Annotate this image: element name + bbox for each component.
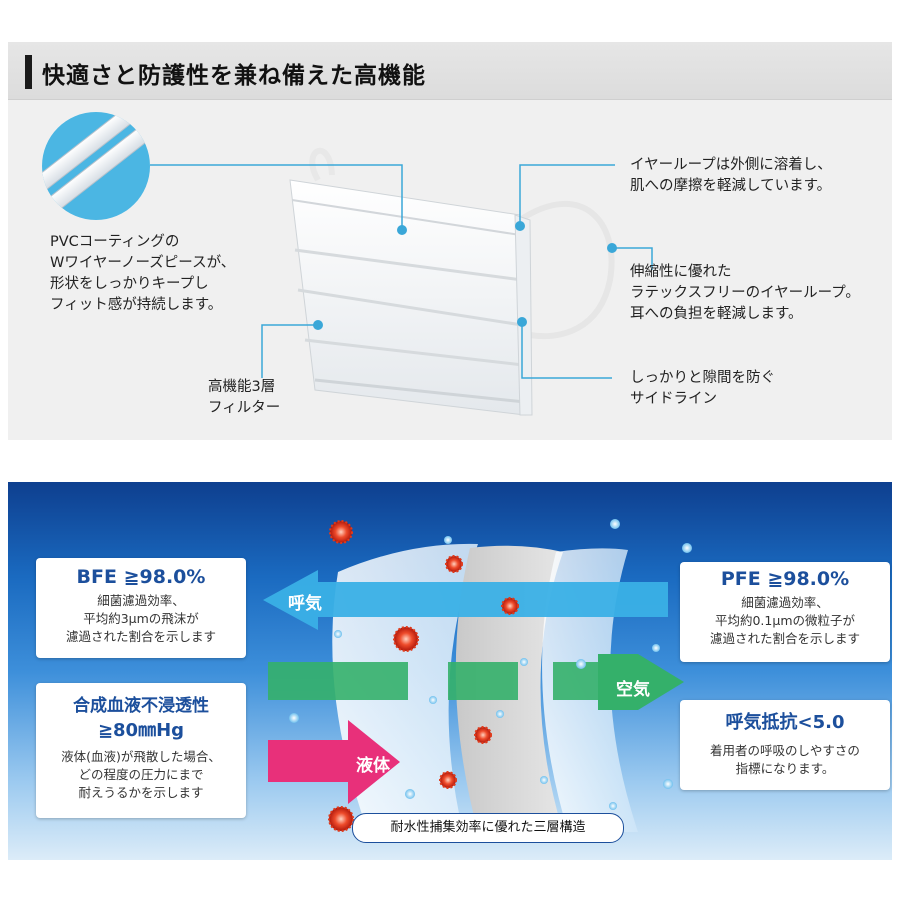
- nose-piece-callout: PVCコーティングの Wワイヤーノーズピースが、 形状をしっかりキープし フィッ…: [50, 234, 236, 313]
- liquid-arrow: [268, 720, 400, 804]
- blood-description: 液体(血液)が飛散した場合、 どの程度の圧力にまで 耐えうるかを示します: [61, 749, 221, 800]
- ear-weld-callout: イヤーループは外側に溶着し、 肌への摩擦を軽減しています。: [630, 157, 832, 194]
- air-arrow-tail-1: [268, 662, 408, 700]
- bfe-description: 細菌濾過効率、 平均約3μmの飛沫が 濾過された割合を示します: [65, 593, 216, 644]
- blood-panel: 合成血液不浸透性 ≧80㎜Hg 液体(血液)が飛散した場合、 どの程度の圧力にま…: [36, 683, 246, 818]
- header-accent-bar: [25, 55, 32, 89]
- air-arrow-tail-2: [448, 662, 518, 700]
- exhale-arrow: [263, 570, 668, 630]
- air-arrow-head: [598, 654, 684, 710]
- nose-wire-detail-illustration: [42, 112, 150, 220]
- blood-title-line2: ≧80㎜Hg: [97, 720, 185, 741]
- side-line-callout: しっかりと隙間を防ぐ サイドライン: [630, 370, 775, 407]
- filter-callout: 高機能3層 フィルター: [208, 379, 281, 416]
- bfe-title: BFE ≧98.0%: [76, 566, 206, 588]
- air-label: 空気: [616, 680, 650, 700]
- particles: [289, 519, 692, 832]
- resistance-panel: 呼気抵抗<5.0 着用者の呼吸のしやすさの 指標になります。: [680, 700, 890, 790]
- resistance-title: 呼気抵抗<5.0: [725, 712, 845, 733]
- page-title: 快適さと防護性を兼ね備えた高機能: [42, 63, 426, 89]
- callout-leader-lines: [150, 164, 653, 379]
- flow-arrows: [263, 570, 684, 804]
- ear-loop-callout: 伸縮性に優れた ラテックスフリーのイヤーループ。 耳への負担を軽減します。: [630, 264, 860, 322]
- bfe-panel: BFE ≧98.0% 細菌濾過効率、 平均約3μmの飛沫が 濾過された割合を示し…: [36, 558, 246, 658]
- header-band: [8, 42, 892, 100]
- blood-title-line1: 合成血液不浸透性: [73, 696, 209, 716]
- pfe-panel: PFE ≧98.0% 細菌濾過効率、 平均約0.1μmの微粒子が 濾過された割合…: [680, 562, 890, 662]
- liquid-label: 液体: [356, 756, 390, 776]
- exhale-label: 呼気: [288, 594, 322, 614]
- structure-caption: 耐水性捕集効率に優れた三層構造: [352, 813, 624, 843]
- pfe-description: 細菌濾過効率、 平均約0.1μmの微粒子が 濾過された割合を示します: [709, 595, 860, 646]
- mask-illustration: [289, 147, 615, 416]
- pfe-title: PFE ≧98.0%: [720, 568, 850, 590]
- resistance-description: 着用者の呼吸のしやすさの 指標になります。: [710, 743, 860, 776]
